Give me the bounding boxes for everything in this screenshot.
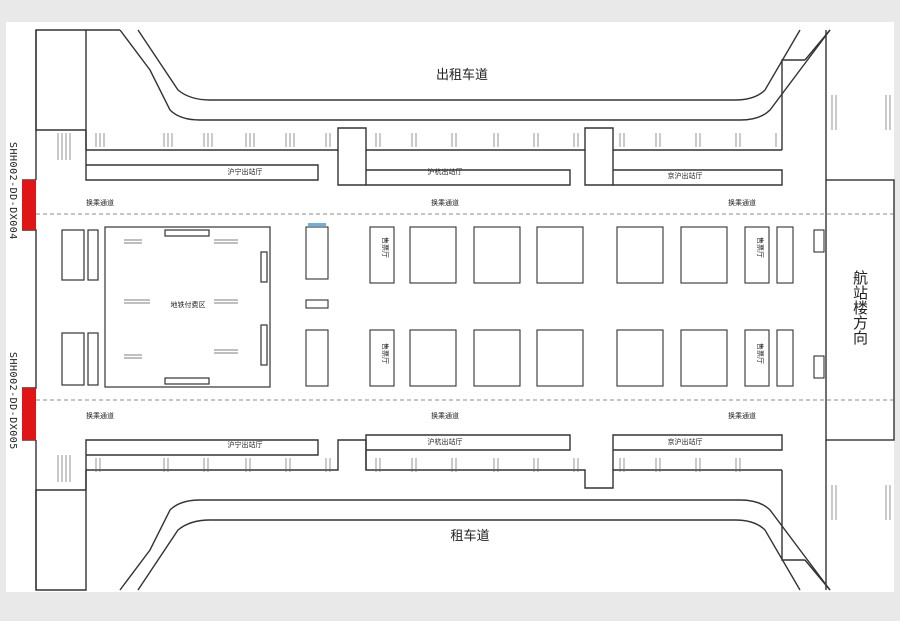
ticket-hall-label-4: 售票厅 (756, 343, 765, 364)
taxi-lane-top-label: 出租车道 (436, 67, 488, 83)
hu-ning-hall-bottom: 沪宁出站厅 (228, 440, 263, 449)
stairs (57, 95, 891, 520)
taxi-lane-top-inner (137, 29, 801, 101)
ticket-hall-label-2: 售票厅 (381, 343, 390, 364)
location-code-top: SHH002-DD-DX004 (7, 142, 18, 240)
taxi-lane-bottom-label: 租车道 (450, 528, 489, 544)
transfer-label-1: 换乘通道 (86, 198, 114, 207)
hu-ning-hall-top: 沪宁出站厅 (228, 167, 263, 176)
map-canvas (6, 22, 894, 592)
transfer-label-4: 换乘通道 (86, 411, 114, 420)
gate-rows (124, 239, 238, 359)
ticket-hall-bottom (369, 329, 395, 387)
ticket-hall-label-1: 售票厅 (381, 237, 390, 258)
highlight-marker-bottom[interactable] (22, 388, 36, 440)
rooms (305, 226, 825, 387)
terminal-box (825, 179, 895, 441)
hu-hang-hall-bottom: 沪杭出站厅 (428, 437, 463, 446)
walls (22, 29, 895, 591)
transfer-label-3: 换乘通道 (728, 198, 756, 207)
jing-hu-hall-bottom: 京沪出站厅 (668, 437, 703, 446)
top-left-core (35, 30, 86, 131)
bottom-left-core (35, 489, 86, 590)
transfer-label-5: 换乘通道 (431, 411, 459, 420)
metro-paid-area-label: 地铁付费区 (171, 300, 206, 309)
hu-hang-hall-top: 沪杭出站厅 (428, 167, 463, 176)
location-code-bottom: SHH002-DD-DX005 (7, 352, 18, 450)
transfer-label-6: 换乘通道 (728, 411, 756, 420)
terminal-direction-label: 航站楼方向 (851, 270, 869, 345)
taxi-lane-bottom-inner (137, 519, 801, 591)
highlight-marker-top[interactable] (22, 180, 36, 230)
blue-marker (308, 223, 326, 226)
transfer-lines (22, 213, 894, 401)
jing-hu-hall-top: 京沪出站厅 (668, 171, 703, 180)
metro-paid-area (61, 226, 271, 388)
ticket-hall-label-3: 售票厅 (756, 237, 765, 258)
transfer-label-2: 换乘通道 (431, 198, 459, 207)
ticket-hall-top (369, 226, 395, 284)
